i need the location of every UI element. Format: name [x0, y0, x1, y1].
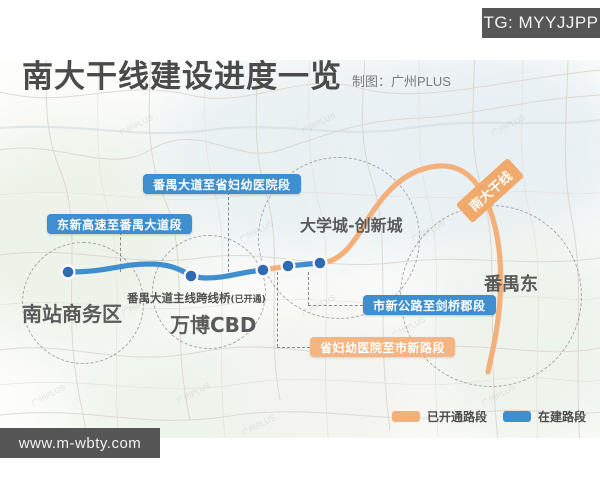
route-under-construction-west	[65, 261, 266, 281]
leader-line-seg4-v	[308, 272, 309, 305]
legend-label-built: 已开通路段	[426, 410, 487, 424]
zone-label-nanzhan: 南站商务区	[22, 302, 122, 326]
bridge-note-text: 番禺大道主线跨线桥	[127, 291, 231, 305]
segment-badge-seg4[interactable]: 市新公路至剑桥郡段	[363, 295, 496, 315]
site-watermark: www.m-wbty.com	[0, 428, 160, 458]
title-block: 南大干线建设进度一览 制图：广州PLUS	[22, 62, 451, 93]
leader-line-seg1	[120, 232, 121, 272]
leader-line-seg3-v	[277, 272, 278, 347]
segment-badge-seg1[interactable]: 东新高速至番禺大道段	[47, 214, 193, 234]
legend-swatch-under-construction	[502, 411, 531, 422]
leader-line-seg4-h	[308, 305, 363, 306]
zone-label-wanbo: 万博CBD	[170, 313, 257, 337]
legend: 已开通路段 在建路段	[391, 408, 586, 425]
telegram-watermark: TG: MYYJJPP	[482, 8, 600, 38]
legend-item-under-construction: 在建路段	[502, 408, 586, 425]
bridge-note-suffix: (已开通)	[230, 295, 266, 305]
station-dots	[60, 255, 328, 284]
legend-item-built: 已开通路段	[391, 408, 487, 425]
leader-line-seg3-h	[277, 347, 310, 348]
segment-badge-seg2[interactable]: 番禺大道至省妇幼医院段	[143, 174, 301, 194]
zone-circle-wanbo	[152, 235, 266, 349]
page-title: 南大干线建设进度一览	[22, 59, 342, 95]
credit-line: 制图：广州PLUS	[352, 74, 451, 89]
legend-swatch-built	[391, 411, 420, 422]
leader-line-seg2	[228, 192, 229, 272]
segment-badge-seg3[interactable]: 省妇幼医院至市新路段	[310, 337, 456, 357]
zone-label-daxuecheng: 大学城-创新城	[300, 216, 403, 235]
route-built-east	[317, 163, 504, 375]
legend-label-under-construction: 在建路段	[537, 410, 586, 424]
bridge-note: 番禺大道主线跨线桥(已开通)	[127, 290, 266, 306]
zone-label-panyudong: 番禺东	[484, 274, 538, 295]
zone-circle-nanzhan	[22, 242, 144, 364]
